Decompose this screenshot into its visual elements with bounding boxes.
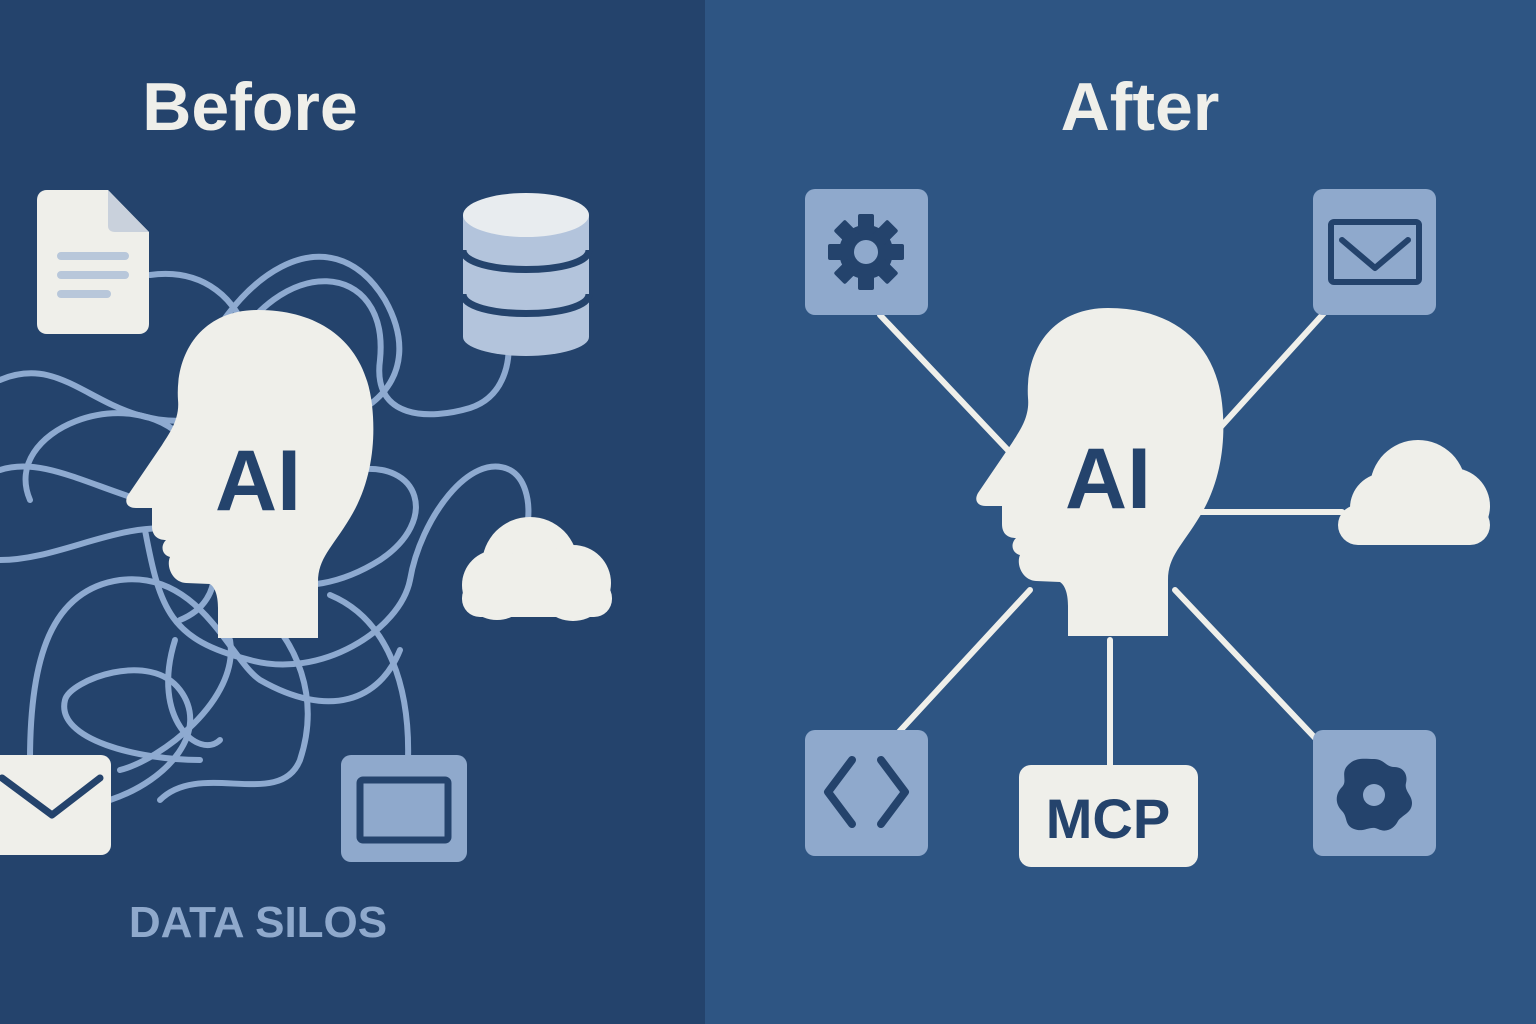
plugin-icon [1336, 758, 1412, 831]
code-brackets-icon [824, 756, 909, 828]
code-tile [805, 730, 928, 856]
tangled-connections [0, 253, 532, 803]
database-icon [459, 193, 593, 356]
cloud-icon [462, 517, 612, 621]
document-icon [37, 190, 149, 334]
ai-hub-label-before: AI [215, 433, 301, 529]
cloud-icon [1338, 440, 1490, 545]
mail-icon [1328, 219, 1422, 285]
settings-tile [805, 189, 928, 315]
ai-hub-label-after: AI [1065, 431, 1151, 527]
after-title: After [1061, 69, 1220, 145]
ai-head-after: AI [976, 308, 1224, 636]
plugin-tile [1313, 730, 1436, 856]
window-icon [341, 755, 467, 862]
ai-head-before: AI [126, 310, 374, 638]
mail-icon [0, 755, 111, 855]
mcp-protocol-box: MCP [1019, 765, 1198, 867]
gear-icon [828, 214, 904, 290]
data-silos-caption: DATA SILOS [129, 898, 387, 947]
mcp-label: MCP [1046, 787, 1170, 850]
before-title: Before [142, 69, 357, 145]
mail-tile [1313, 189, 1436, 315]
